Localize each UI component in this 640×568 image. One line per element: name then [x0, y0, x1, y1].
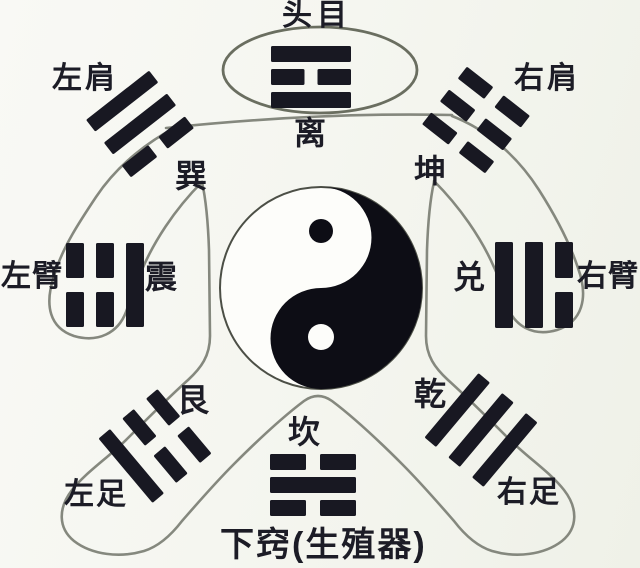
label-lower-orifice: 下窍(生殖器): [220, 526, 427, 564]
label-left-foot: 左足: [64, 478, 128, 511]
yinyang-white-dot: [308, 324, 334, 350]
trigram-name-dui: 兑: [453, 259, 487, 295]
trigram-kun: [422, 67, 530, 173]
trigram-name-qian: 乾: [414, 376, 448, 412]
trigram-gen: [99, 389, 211, 503]
right-arm-outline: [432, 114, 585, 334]
trigram-name-xun: 巽: [175, 158, 209, 194]
trigram-li: [271, 46, 351, 108]
trigram-name-zhen: 震: [145, 259, 179, 295]
label-right-foot: 右足: [497, 476, 561, 509]
label-right-shoulder: 右肩: [514, 62, 580, 95]
label-left-shoulder: 左肩: [52, 62, 118, 95]
shoulder-line: [164, 113, 454, 130]
label-right-arm: 右臂: [577, 260, 639, 293]
label-left-arm: 左臂: [1, 260, 63, 293]
trigram-name-li: 离: [294, 115, 328, 151]
trigram-name-gen: 艮: [177, 382, 211, 418]
trigram-kan: [270, 454, 356, 516]
trigram-dui: [495, 242, 573, 328]
trigram-qian: [425, 373, 537, 487]
head-oval-outline: [221, 25, 419, 115]
trigram-xun: [86, 71, 194, 177]
trigram-name-kan: 坎: [288, 414, 322, 450]
trigram-zhen: [66, 243, 144, 327]
yinyang-symbol: [219, 186, 423, 390]
trigram-name-kun: 坤: [414, 153, 448, 189]
yinyang-black-dot: [309, 219, 333, 243]
label-head: 头目: [282, 0, 352, 32]
